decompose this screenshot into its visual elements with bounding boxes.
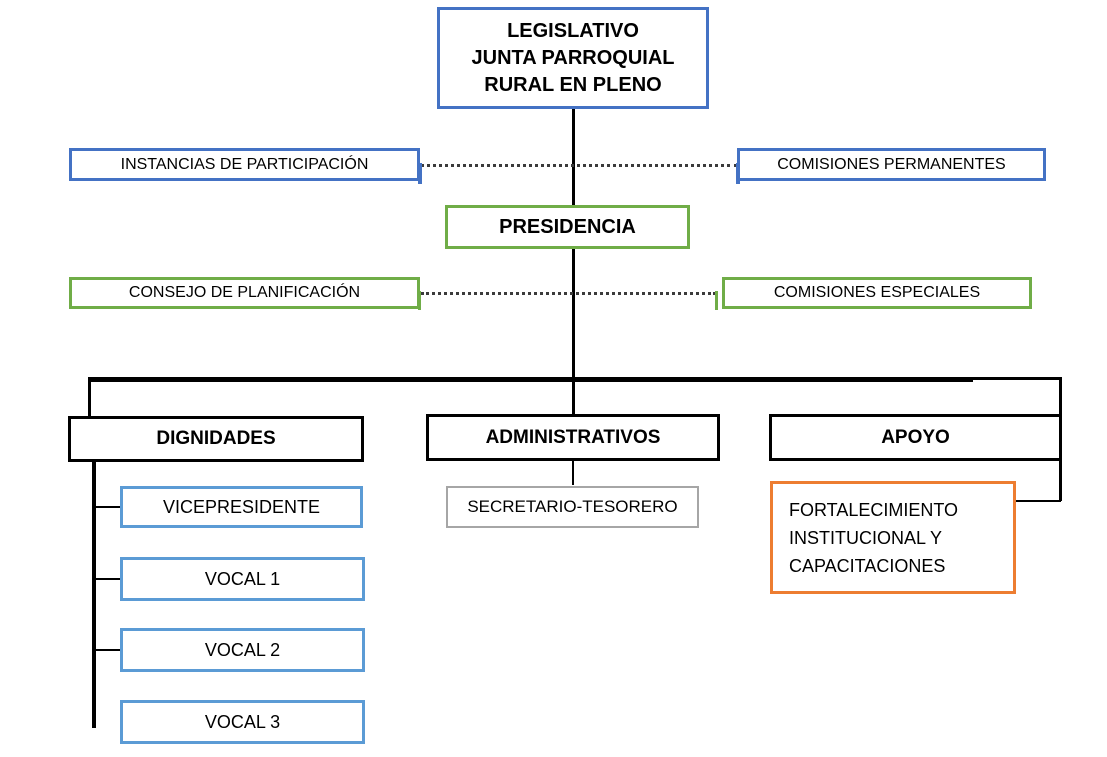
node-comisiones-permanentes[interactable]: COMISIONES PERMANENTES (737, 148, 1046, 181)
node-vocal-1[interactable]: VOCAL 1 (120, 557, 365, 601)
node-instancias-participacion-label: INSTANCIAS DE PARTICIPACIÓN (120, 155, 369, 173)
node-vocal-1-label: VOCAL 1 (204, 568, 281, 589)
node-vocal-3-label: VOCAL 3 (204, 711, 281, 732)
node-presidencia[interactable]: PRESIDENCIA (445, 205, 690, 249)
node-vicepresidente-label: VICEPRESIDENTE (162, 496, 321, 517)
rail-connector-apoyo-child (1016, 500, 1061, 502)
node-legislativo-label: LEGISLATIVO JUNTA PARROQUIAL RURAL EN PL… (471, 19, 675, 96)
node-legislativo[interactable]: LEGISLATIVO JUNTA PARROQUIAL RURAL EN PL… (437, 7, 709, 109)
node-instancias-participacion[interactable]: INSTANCIAS DE PARTICIPACIÓN (69, 148, 420, 181)
dignidades-branch-vicepresidente (92, 506, 121, 508)
dignidades-branch-vocal-2 (92, 649, 121, 651)
trunk-legislativo-to-presidencia (572, 109, 575, 205)
node-presidencia-label: PRESIDENCIA (499, 215, 636, 238)
node-comisiones-especiales[interactable]: COMISIONES ESPECIALES (722, 277, 1032, 309)
node-vicepresidente[interactable]: VICEPRESIDENTE (120, 486, 363, 528)
node-consejo-planificacion[interactable]: CONSEJO DE PLANIFICACIÓN (69, 277, 420, 309)
node-secretario-tesorero-label: SECRETARIO-TESORERO (467, 497, 678, 516)
node-apoyo-label: APOYO (881, 426, 950, 448)
rail-drop-dignidades (88, 377, 91, 417)
node-secretario-tesorero[interactable]: SECRETARIO-TESORERO (446, 486, 699, 528)
node-comisiones-especiales-label: COMISIONES ESPECIALES (773, 284, 981, 301)
node-dignidades-label: DIGNIDADES (156, 428, 276, 449)
node-vocal-2[interactable]: VOCAL 2 (120, 628, 365, 672)
node-dignidades[interactable]: DIGNIDADES (68, 416, 364, 462)
node-comisiones-permanentes-label: COMISIONES PERMANENTES (777, 155, 1006, 173)
dignidades-spine-vertical (92, 462, 96, 728)
node-fortalecimiento-institucional-label: FORTALECIMIENTO INSTITUCIONAL Y CAPACITA… (789, 499, 959, 576)
dotted-connector-presidencia (421, 292, 716, 295)
elbow-instancias (418, 163, 422, 184)
node-administrativos[interactable]: ADMINISTRATIVOS (426, 414, 720, 461)
area-rail-horizontal (88, 377, 973, 382)
node-administrativos-label: ADMINISTRATIVOS (485, 426, 661, 448)
node-fortalecimiento-institucional[interactable]: FORTALECIMIENTO INSTITUCIONAL Y CAPACITA… (770, 481, 1016, 594)
rail-extension-right (970, 377, 1062, 380)
dotted-connector-legislativo (420, 164, 738, 167)
node-consejo-planificacion-label: CONSEJO DE PLANIFICACIÓN (128, 284, 361, 301)
node-vocal-2-label: VOCAL 2 (204, 639, 281, 660)
trunk-presidencia-to-rail (572, 249, 575, 379)
node-vocal-3[interactable]: VOCAL 3 (120, 700, 365, 744)
elbow-comisiones-especiales (715, 291, 718, 310)
trunk-rail-to-administrativos (572, 379, 575, 415)
node-apoyo[interactable]: APOYO (769, 414, 1062, 461)
administrativos-drop (572, 461, 574, 485)
dignidades-branch-vocal-1 (92, 578, 121, 580)
